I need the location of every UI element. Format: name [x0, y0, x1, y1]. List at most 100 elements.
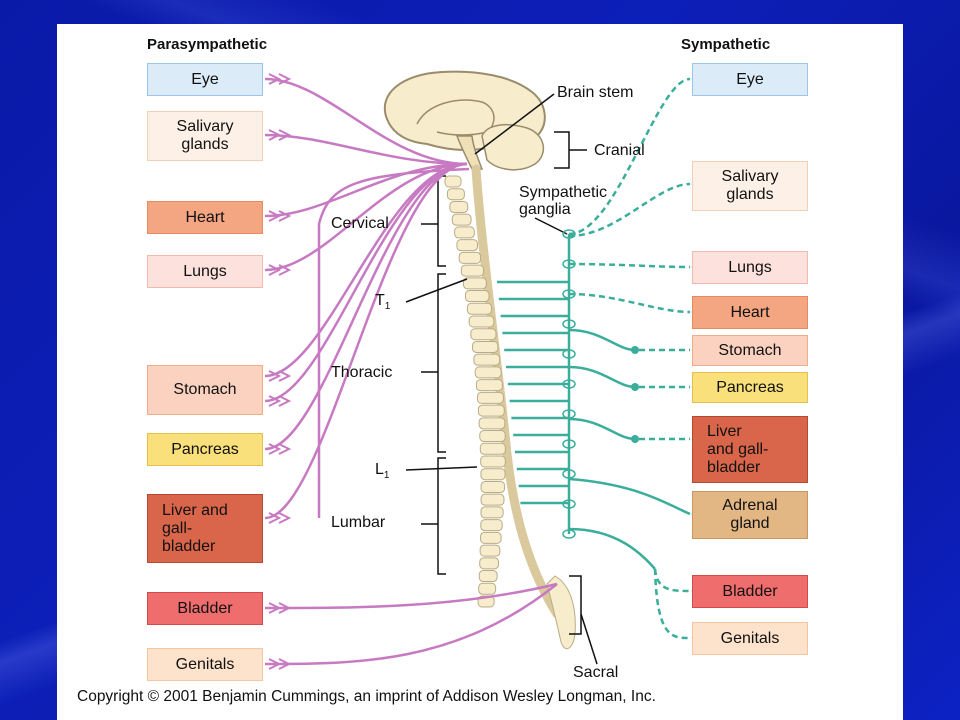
- sympathetic-fiber-eye: [568, 77, 691, 236]
- left-organ-bladder: Bladder: [147, 592, 263, 625]
- parasympathetic-synapse-liver: [268, 512, 292, 524]
- sympathetic-preganglionic-pancreas: [568, 365, 636, 389]
- vertebra: [480, 519, 503, 532]
- vertebra: [477, 404, 505, 417]
- lumbar-label: Lumbar: [331, 514, 386, 531]
- parasympathetic-fiber-eye: [264, 77, 468, 166]
- left-organ-stomach: Stomach: [147, 365, 263, 415]
- left-organ-pancreas: Pancreas: [147, 433, 263, 466]
- right-organ-heart: Heart: [692, 296, 808, 329]
- t1-leader: [405, 278, 468, 303]
- vertebra: [449, 200, 469, 213]
- vertebra: [466, 302, 493, 315]
- brain-stem-leader: [474, 93, 555, 155]
- parasympathetic-header: Parasympathetic: [147, 36, 268, 53]
- parasympathetic-synapse-eye: [268, 73, 292, 85]
- left-organ-lungs: Lungs: [147, 255, 263, 288]
- sympathetic-ganglion: [562, 439, 576, 449]
- parasympathetic-fiber-liver: [264, 162, 468, 520]
- right-organ-salivary-glands: Salivary glands: [692, 161, 808, 211]
- parasympathetic-synapse-genitals: [268, 658, 292, 670]
- right-organ-adrenal-gland: Adrenal gland: [692, 491, 808, 539]
- vertebra: [456, 239, 478, 252]
- sympathetic-ganglion: [562, 319, 576, 329]
- parasympathetic-fiber-genitals: [264, 583, 558, 666]
- parasympathetic-fiber-pancreas: [264, 162, 468, 451]
- vertebra: [478, 417, 506, 430]
- left-organ-eye: Eye: [147, 63, 263, 96]
- sympathetic-preganglionic-stomach: [568, 328, 636, 352]
- vertebra: [474, 366, 502, 379]
- sympathetic-fiber-adrenal: [568, 477, 691, 516]
- collateral-ganglion-liver: [631, 435, 639, 443]
- right-organ-lungs: Lungs: [692, 251, 808, 284]
- sympathetic-fiber-genitals: [653, 568, 691, 640]
- parasympathetic-fiber-lungs: [264, 162, 468, 272]
- vertebra: [479, 557, 500, 570]
- collateral-ganglion-pancreas: [631, 383, 639, 391]
- sacral-bracket: [569, 575, 582, 635]
- sympathetic-fiber-lungs: [568, 262, 691, 269]
- parasympathetic-fiber-bladder: [264, 582, 558, 610]
- vertebra: [458, 251, 482, 264]
- right-organ-bladder: Bladder: [692, 575, 808, 608]
- vertebra: [480, 506, 504, 519]
- vertebra: [479, 544, 501, 557]
- brain-stem: [455, 135, 484, 170]
- ganglia-leader: [534, 217, 568, 235]
- vertebra: [480, 455, 506, 468]
- vagus-trunk: [317, 167, 470, 518]
- vertebra: [468, 315, 495, 328]
- left-organ-liver-and-gallbladder: Liver and gall- bladder: [147, 494, 263, 563]
- parasympathetic-synapse-pancreas: [268, 443, 292, 455]
- left-organ-genitals: Genitals: [147, 648, 263, 681]
- vertebra: [460, 264, 485, 277]
- l1-label: L1: [375, 461, 390, 481]
- vertebra: [480, 531, 502, 544]
- vertebra: [480, 493, 505, 506]
- lumbar-bracket: [437, 457, 446, 575]
- right-organ-liver-and-gallbladder: Liver and gall- bladder: [692, 416, 808, 483]
- thoracic-bracket: [437, 273, 446, 453]
- cervical-label: Cervical: [331, 215, 389, 232]
- sacral-label: Sacral: [573, 664, 619, 681]
- sacral-leader: [580, 613, 598, 665]
- sympathetic-preganglionic-pelvic: [568, 527, 656, 570]
- vertebra: [476, 391, 504, 404]
- vertebra: [480, 468, 506, 481]
- vertebra: [475, 379, 503, 392]
- vertebra: [479, 442, 506, 455]
- right-organ-stomach: Stomach: [692, 335, 808, 366]
- vertebra: [464, 290, 490, 303]
- right-organ-pancreas: Pancreas: [692, 372, 808, 403]
- parasympathetic-synapse-bladder: [268, 602, 292, 614]
- sympathetic-fiber-heart: [568, 292, 691, 314]
- parasympathetic-synapse-lungs: [268, 264, 292, 276]
- autonomic-nervous-system-figure: Parasympathetic Sympathetic Eye Salivary…: [57, 24, 903, 720]
- parasympathetic-synapse-heart: [268, 210, 292, 222]
- parasympathetic-synapse-stomach-b: [268, 395, 292, 407]
- sympathetic-preganglionic-liver: [568, 417, 636, 441]
- vertebra: [478, 570, 498, 583]
- vertebra: [480, 480, 506, 493]
- brain-fold: [416, 99, 495, 136]
- spinal-cord: [471, 164, 562, 619]
- cervical-bracket: [437, 175, 446, 267]
- thoracic-label: Thoracic: [331, 364, 393, 381]
- left-organ-heart: Heart: [147, 201, 263, 234]
- sacrum: [546, 575, 576, 650]
- vertebra: [446, 188, 465, 201]
- cranial-bracket: [554, 131, 570, 169]
- cerebellum: [481, 123, 545, 171]
- right-organ-eye: Eye: [692, 63, 808, 96]
- right-organ-genitals: Genitals: [692, 622, 808, 655]
- copyright-notice: Copyright © 2001 Benjamin Cummings, an i…: [77, 688, 656, 705]
- sympathetic-header: Sympathetic: [681, 36, 771, 53]
- collateral-ganglion-stomach: [631, 346, 639, 354]
- diagram-canvas: [264, 70, 702, 670]
- vertebra: [473, 353, 501, 366]
- parasympathetic-fiber-stomach-b: [264, 162, 468, 403]
- sympathetic-fiber-salivary: [568, 182, 691, 238]
- parasympathetic-synapse-stomach-a: [268, 370, 292, 382]
- vertebra: [478, 582, 497, 595]
